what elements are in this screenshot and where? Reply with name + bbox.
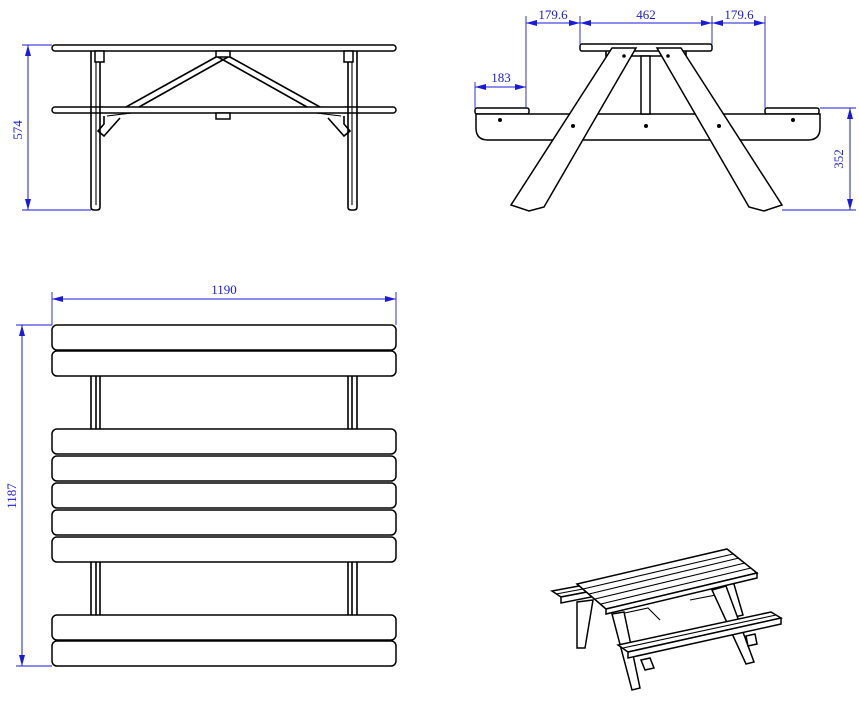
dim-label-1190: 1190 [211, 282, 237, 297]
plan-bench-board [51, 614, 397, 641]
dim-label-574: 574 [10, 120, 25, 140]
dim-label-179-6-right: 179.6 [724, 7, 754, 22]
plan-table-board [51, 428, 397, 455]
plan-bench-board [51, 350, 397, 377]
plan-leg-post [90, 376, 101, 429]
front-center-block [215, 50, 231, 58]
dimension-plan-depth: 1187 [4, 324, 52, 667]
side-bench-rail [475, 113, 821, 141]
front-center-block [215, 112, 231, 120]
dim-label-462: 462 [636, 7, 656, 22]
iso-leg [576, 599, 594, 649]
dim-label-352: 352 [831, 149, 846, 169]
dimension-side-top: 179.6 462 179.6 [525, 7, 766, 108]
side-center-post [640, 55, 651, 115]
front-brace-left [125, 56, 229, 108]
front-left-leg [90, 51, 101, 211]
plan-table-board [51, 455, 397, 482]
side-view [474, 43, 821, 212]
plan-table-board [51, 536, 397, 563]
front-tabletop [51, 44, 397, 52]
dimension-plan-width: 1190 [51, 282, 397, 325]
plan-leg-post [347, 562, 358, 615]
plan-table-board [51, 509, 397, 536]
side-bench-right [764, 107, 820, 115]
front-brace-right [217, 56, 321, 108]
front-brace-lower-left [96, 116, 121, 138]
front-bracket [343, 50, 354, 63]
side-left-leg [509, 47, 638, 212]
front-bench [51, 106, 397, 114]
plan-table-board [51, 482, 397, 509]
side-tabletop [579, 43, 713, 52]
side-right-leg [655, 47, 784, 212]
plan-leg-post [90, 562, 101, 615]
plan-leg-post [347, 376, 358, 429]
dim-label-1187: 1187 [4, 483, 19, 509]
front-view [51, 44, 397, 211]
dimension-side-height: 352 [782, 107, 856, 211]
plan-bench-board [51, 640, 397, 667]
side-bench-left [474, 107, 530, 115]
dimension-front-height: 574 [10, 44, 91, 211]
plan-bench-board [51, 324, 397, 351]
dim-label-179-6-left: 179.6 [538, 7, 568, 22]
plan-view [51, 324, 397, 667]
front-right-leg [347, 51, 358, 211]
front-bracket [94, 50, 105, 63]
dimension-side-bench: 183 [474, 70, 526, 108]
dim-label-183: 183 [491, 70, 511, 85]
isometric-view [550, 548, 783, 691]
front-brace-lower-right [327, 116, 352, 138]
